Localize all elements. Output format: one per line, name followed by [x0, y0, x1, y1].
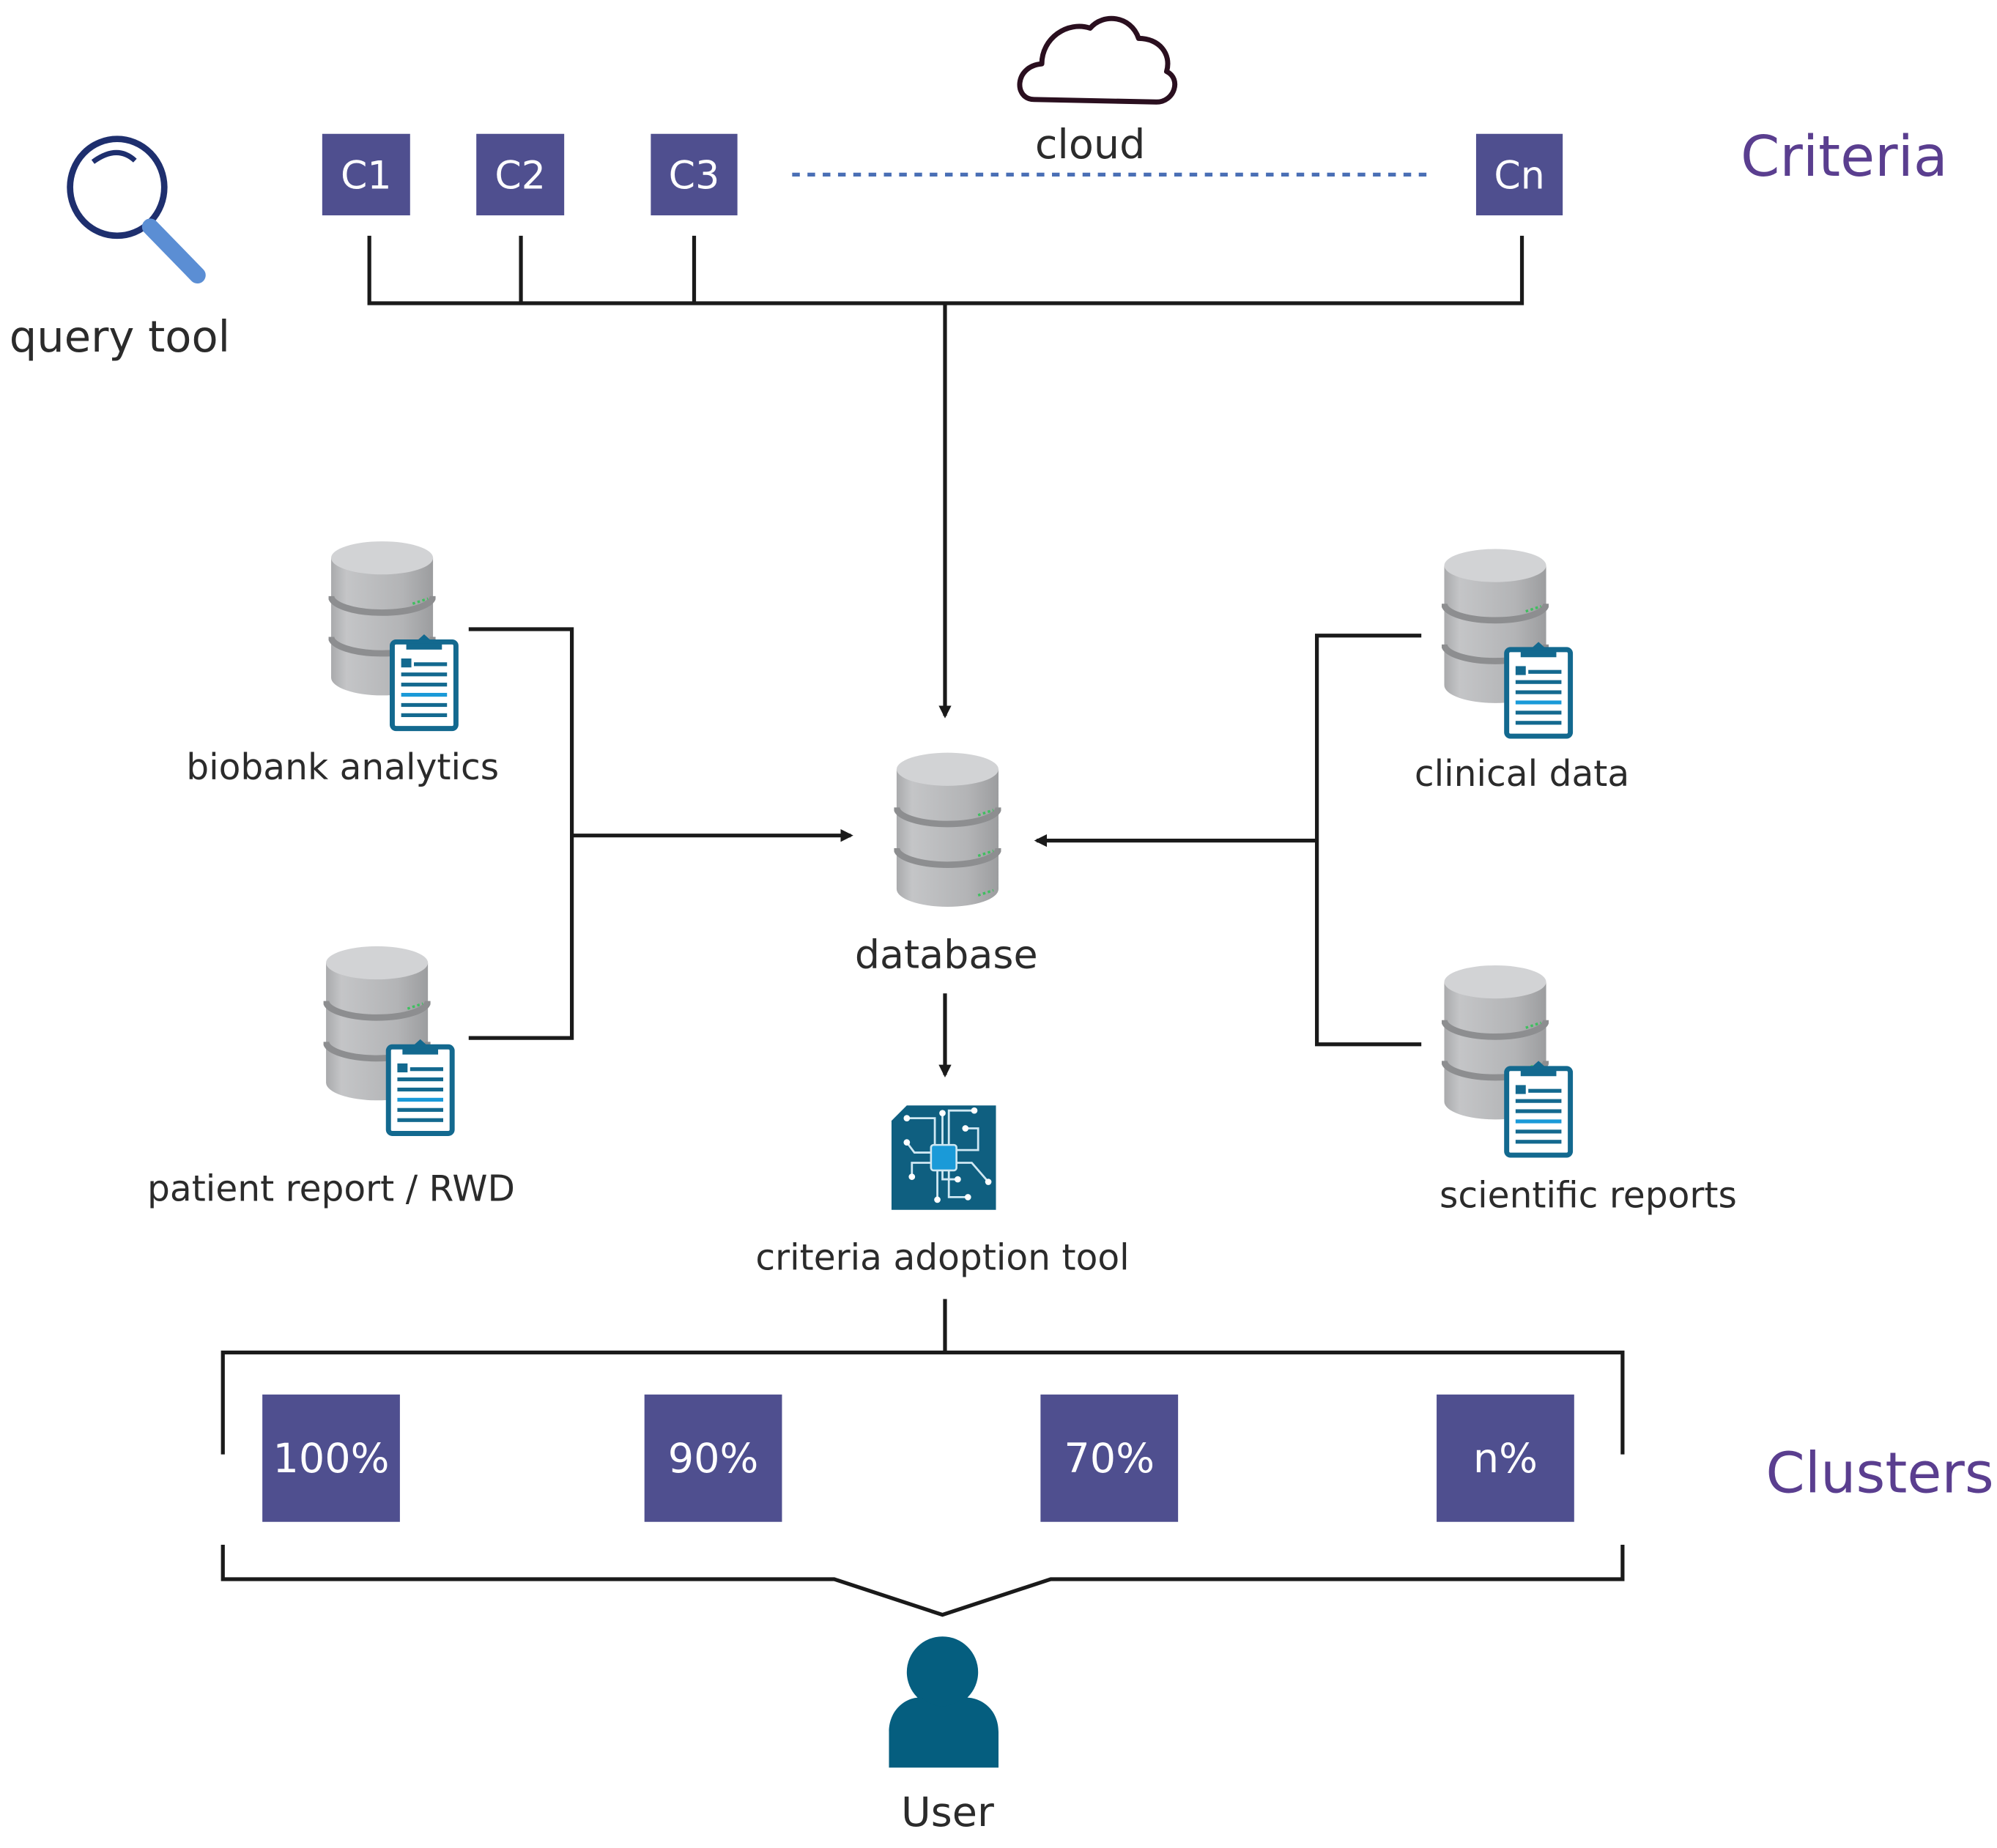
cluster-box-70[interactable]: 70%: [1040, 1394, 1179, 1522]
source-label: scientific reports: [1440, 1175, 1737, 1216]
source-label: patient report / RWD: [147, 1169, 515, 1210]
cloud-label: cloud: [1035, 121, 1146, 168]
query-tool[interactable]: query tool: [10, 136, 230, 362]
cluster-label: 70%: [1064, 1435, 1155, 1483]
query-tool-label: query tool: [10, 311, 230, 362]
right-sources-connector: [1034, 634, 1422, 1047]
cloud-icon: [1017, 15, 1178, 105]
database-label: database: [855, 931, 1038, 977]
criteria-box-c1[interactable]: C1: [322, 133, 410, 216]
source-scientific-reports[interactable]: scientific reports: [1440, 965, 1737, 1216]
source-clinical-data[interactable]: clinical data: [1415, 549, 1629, 795]
central-database[interactable]: database: [855, 753, 1038, 978]
cluster-label: 100%: [273, 1435, 389, 1483]
database-clipboard-icon: [326, 946, 452, 1134]
criteria-box-c2[interactable]: C2: [476, 133, 565, 216]
adoption-tool-label: criteria adoption tool: [755, 1238, 1129, 1279]
criteria-label: C3: [669, 155, 720, 198]
source-patient-report-rwd[interactable]: patient report / RWD: [147, 946, 515, 1210]
magnifier-icon: [67, 136, 206, 284]
criteria-adoption-tool[interactable]: criteria adoption tool: [755, 1105, 1130, 1279]
database-clipboard-icon: [1444, 965, 1570, 1155]
criteria-box-cn[interactable]: Cn: [1475, 133, 1563, 216]
source-biobank-analytics[interactable]: biobank analytics: [186, 541, 499, 788]
user[interactable]: User: [889, 1636, 998, 1836]
user-icon: [889, 1636, 998, 1768]
database-clipboard-icon: [1444, 549, 1570, 737]
clusters-section-label: Clusters: [1766, 1441, 1993, 1507]
source-label: clinical data: [1415, 754, 1629, 795]
database-icon: [897, 753, 998, 907]
clusters-bracket: [221, 1299, 1625, 1617]
user-label: User: [901, 1789, 994, 1836]
cluster-label: n%: [1473, 1435, 1538, 1483]
criteria-section-label: Criteria: [1741, 125, 1948, 190]
cluster-box-90[interactable]: 90%: [644, 1394, 782, 1522]
criteria-connector: [367, 235, 1524, 719]
database-clipboard-icon: [331, 541, 456, 729]
criteria-label: C1: [341, 155, 392, 198]
criteria-label: C2: [494, 155, 546, 198]
cluster-box-n[interactable]: n%: [1437, 1394, 1574, 1522]
cloud: cloud: [1017, 15, 1178, 168]
cluster-box-100[interactable]: 100%: [262, 1394, 400, 1522]
circuit-chip-icon: [891, 1105, 996, 1210]
cluster-label: 90%: [668, 1435, 759, 1483]
source-label: biobank analytics: [186, 747, 499, 788]
criteria-label: Cn: [1494, 155, 1544, 198]
left-sources-connector: [468, 627, 853, 1040]
criteria-box-c3[interactable]: C3: [651, 133, 738, 216]
